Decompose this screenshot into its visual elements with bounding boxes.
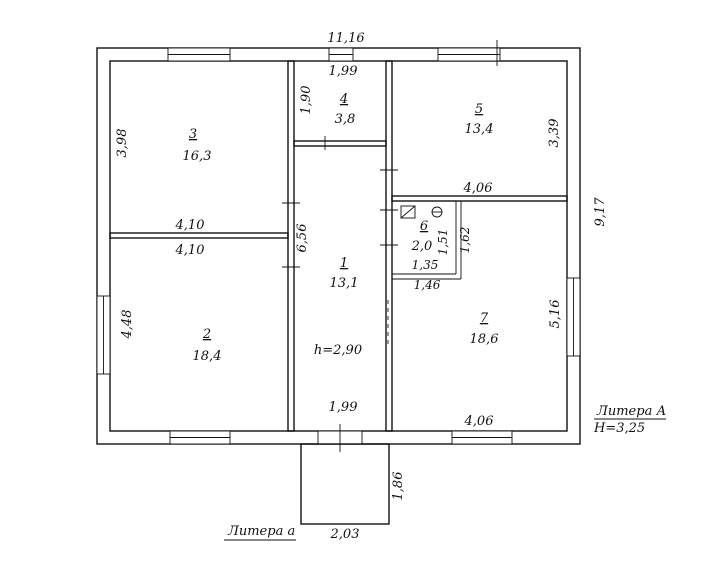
dim-room-6-height: 1,51 xyxy=(436,229,450,256)
room-5-number: 5 xyxy=(475,102,483,117)
room-3-number: 3 xyxy=(189,127,197,142)
room-4-area: 3,8 xyxy=(335,112,356,127)
room-2-area: 18,4 xyxy=(193,349,222,364)
dim-overall-depth: 9,17 xyxy=(593,197,608,227)
dim-room-4-width: 1,99 xyxy=(329,64,358,79)
dim-room-3-height: 3,98 xyxy=(115,129,130,158)
dim-room-7-width: 4,06 xyxy=(464,414,494,429)
litera-main-label: Литера А H=3,25 xyxy=(593,404,666,436)
dim-room-6-outer-width: 1,46 xyxy=(414,278,441,292)
room-3-area: 16,3 xyxy=(183,149,212,164)
room-4-number: 4 xyxy=(339,92,348,107)
room-6-number: 6 xyxy=(420,219,428,234)
dim-room-5-width: 4,06 xyxy=(463,181,493,196)
room-1-area: 13,1 xyxy=(330,276,359,291)
dim-room-2-height: 4,48 xyxy=(120,310,135,340)
litera-porch-name: Литера а xyxy=(227,524,295,539)
litera-main-name: Литера А xyxy=(596,404,666,419)
dim-room-6-depth: 1,62 xyxy=(458,227,472,254)
litera-main-height: H=3,25 xyxy=(593,421,645,436)
window-bottom-right xyxy=(451,430,513,445)
window-top-left xyxy=(167,47,231,62)
dim-porch-depth: 1,86 xyxy=(391,472,406,501)
dim-room-2-width: 4,10 xyxy=(175,243,205,258)
dim-room-3-width: 4,10 xyxy=(175,218,205,233)
dim-room-7-height: 5,16 xyxy=(548,300,563,329)
room-7-number: 7 xyxy=(480,311,489,326)
room-1-number: 1 xyxy=(340,256,348,271)
room-1-ceiling-height: h=2,90 xyxy=(314,343,362,358)
dim-room-1-width: 1,99 xyxy=(329,400,358,415)
window-top-middle xyxy=(328,47,354,62)
room6-fixtures xyxy=(400,205,443,219)
room-7-area: 18,6 xyxy=(470,332,499,347)
room-2-number: 2 xyxy=(202,327,211,342)
dim-room-1-length: 6,56 xyxy=(295,224,310,253)
door-marks xyxy=(282,136,398,345)
window-bottom-left xyxy=(169,430,231,445)
window-left xyxy=(96,295,111,375)
interior-walls xyxy=(109,60,568,432)
room-5-area: 13,4 xyxy=(465,122,494,137)
dim-room-4-height: 1,90 xyxy=(299,86,314,115)
window-top-right xyxy=(437,40,501,66)
entrance-door xyxy=(317,424,363,452)
porch xyxy=(300,443,390,525)
window-right xyxy=(566,277,581,357)
dim-room-5-height: 3,39 xyxy=(547,119,562,148)
outer-wall-outer xyxy=(96,47,581,445)
dim-overall-width: 11,16 xyxy=(327,31,364,46)
dim-room-6-width: 1,35 xyxy=(412,258,439,272)
dim-porch-width: 2,03 xyxy=(330,527,360,542)
room-6-area: 2,0 xyxy=(411,239,433,254)
litera-porch-label: Литера а xyxy=(224,524,296,541)
